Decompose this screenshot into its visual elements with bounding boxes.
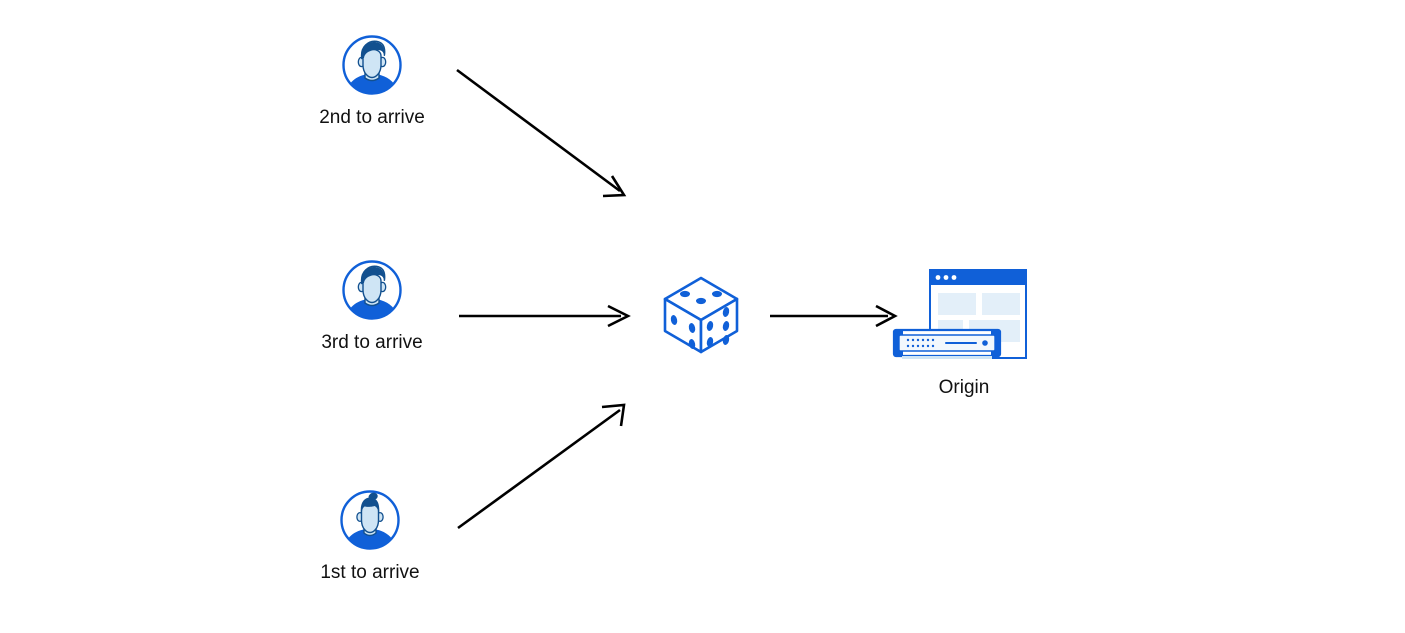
node-dice[interactable]: [655, 268, 747, 370]
user-avatar-icon: [342, 260, 402, 320]
user-avatar-icon: [342, 35, 402, 95]
dice-pips-left: [670, 315, 696, 349]
node-origin[interactable]: Origin: [886, 258, 1042, 400]
arrow-dice-to-origin: [770, 304, 898, 328]
arrow-1st-to-dice: [457, 403, 626, 530]
node-user-3rd[interactable]: 3rd to arrive: [272, 259, 472, 355]
server-device-icon: [892, 328, 1002, 359]
server-port-dots: [906, 338, 935, 348]
user-avatar-icon: [340, 490, 400, 550]
node-user-2nd[interactable]: 2nd to arrive: [272, 34, 472, 130]
node-label: 2nd to arrive: [319, 107, 425, 128]
dice-icon: [663, 276, 739, 354]
node-user-1st[interactable]: 1st to arrive: [270, 489, 470, 585]
arrow-2nd-to-dice: [456, 68, 627, 198]
arrow-3rd-to-dice: [459, 304, 631, 328]
node-label: 1st to arrive: [320, 562, 420, 583]
node-label: Origin: [938, 377, 990, 398]
node-label: 3rd to arrive: [321, 332, 423, 353]
dice-pips-right: [706, 307, 730, 347]
dice-pips-top: [680, 290, 722, 305]
origin-server-icon: [892, 269, 1027, 359]
